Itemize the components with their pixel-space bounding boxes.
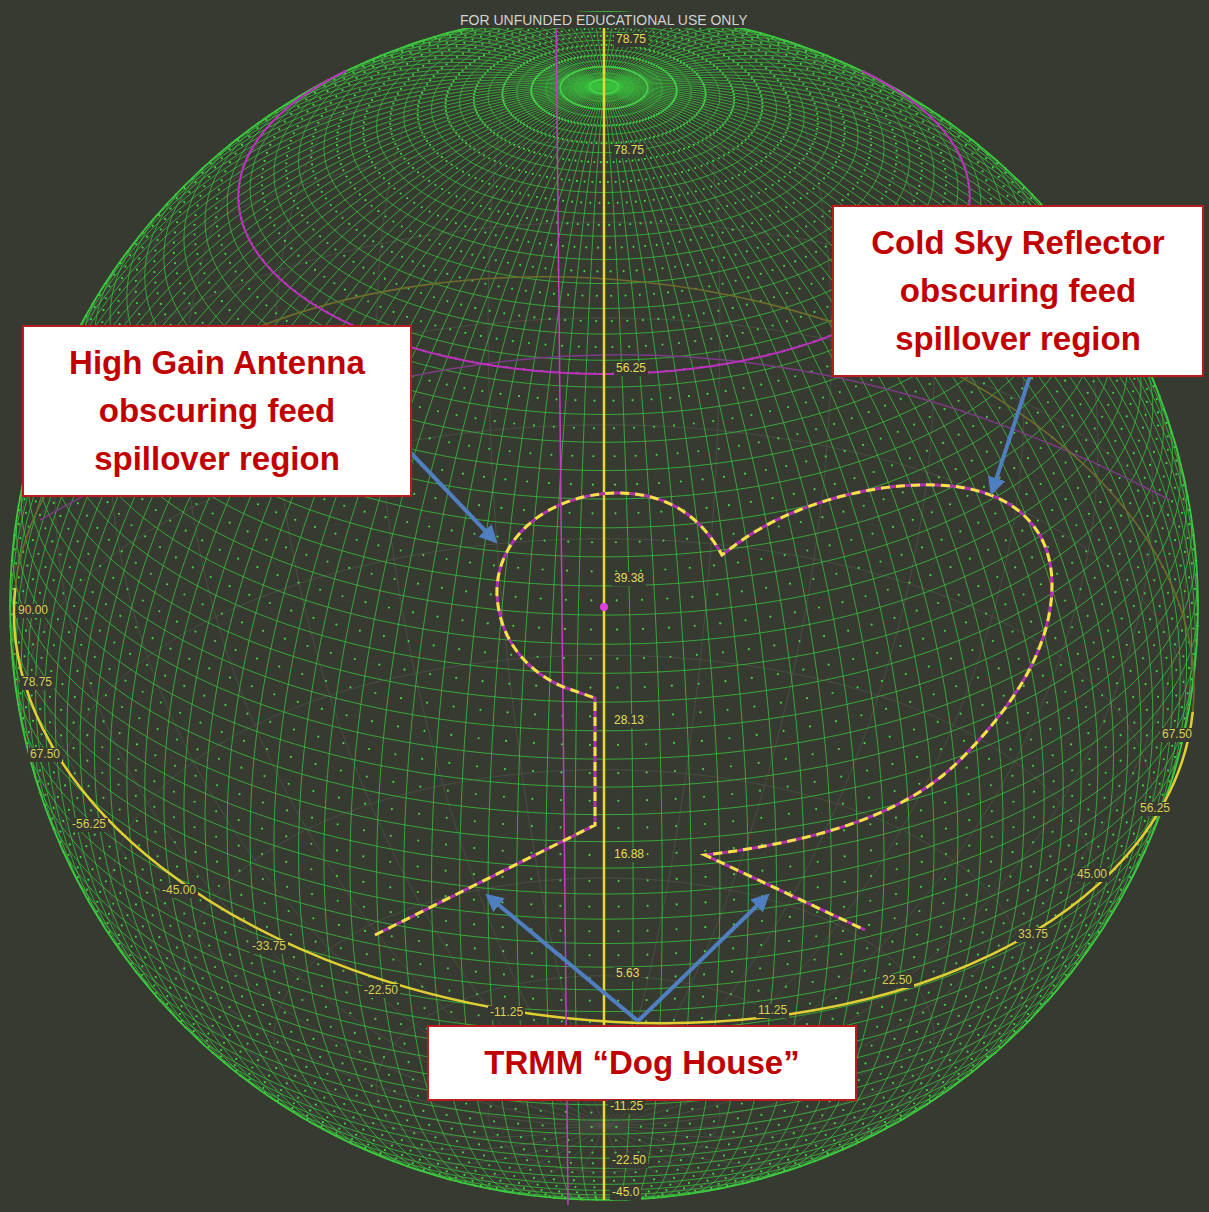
axis-value: 16.88 <box>612 848 646 862</box>
callout-box: TRMM “Dog House” <box>427 1025 857 1101</box>
axis-value: 78.75 <box>20 676 54 690</box>
back-grid <box>10 12 1198 1200</box>
leader-arrow <box>638 896 767 1021</box>
sphere-outline <box>10 12 1198 1200</box>
axis-value: -11.25 <box>488 1006 525 1020</box>
axis-value: 45.00 <box>1075 868 1109 882</box>
axis-value: -56.25 <box>70 818 108 832</box>
axis-value: 56.25 <box>614 362 648 376</box>
callout-box: High Gain Antenna obscuring feed spillov… <box>22 325 412 497</box>
spillover-dashes <box>375 485 1052 935</box>
center-dot <box>600 603 608 611</box>
axis-value: 67.50 <box>1160 728 1194 742</box>
leader-arrow <box>992 376 1030 492</box>
grid-lines <box>10 12 1198 1200</box>
axis-value: -45.0 <box>610 1186 641 1200</box>
callout-text: TRMM “Dog House” <box>439 1039 845 1087</box>
ring-front <box>0 588 1193 1080</box>
axis-value: 56.25 <box>1138 802 1172 816</box>
axis-value: 67.50 <box>28 748 62 762</box>
grid-dots <box>9 11 1198 1201</box>
axis-value: 5.63 <box>614 967 641 981</box>
axis-value: -33.75 <box>250 940 288 954</box>
overlay-lines <box>238 12 969 1200</box>
axis-value: -22.50 <box>610 1154 648 1168</box>
axis-value: 39.38 <box>612 572 646 586</box>
axis-value: 11.25 <box>756 1004 789 1018</box>
axis-value: -45.00 <box>160 884 198 898</box>
leader-arrow <box>410 452 495 541</box>
axis-value: -22.50 <box>362 984 400 998</box>
leader-arrow <box>488 896 638 1021</box>
callout-text: High Gain Antenna obscuring feed spillov… <box>34 339 400 483</box>
spillover-outline <box>375 485 1052 935</box>
axis-value: 90.00 <box>16 604 50 618</box>
axis-value: 78.75 <box>614 33 648 47</box>
callout-box: Cold Sky Reflector obscuring feed spillo… <box>832 205 1204 377</box>
axis-value: 33.75 <box>1016 928 1050 942</box>
back-grid-lines <box>10 12 1198 1200</box>
watermark: FOR UNFUNDED EDUCATIONAL USE ONLY <box>458 12 750 28</box>
axis-value: 28.13 <box>612 714 646 728</box>
axis-value: 78.75 <box>612 144 646 158</box>
callout-text: Cold Sky Reflector obscuring feed spillo… <box>844 219 1192 363</box>
axis-value: 22.50 <box>880 974 914 988</box>
front-grid <box>9 11 1198 1201</box>
axis-value: -11.25 <box>608 1100 645 1114</box>
